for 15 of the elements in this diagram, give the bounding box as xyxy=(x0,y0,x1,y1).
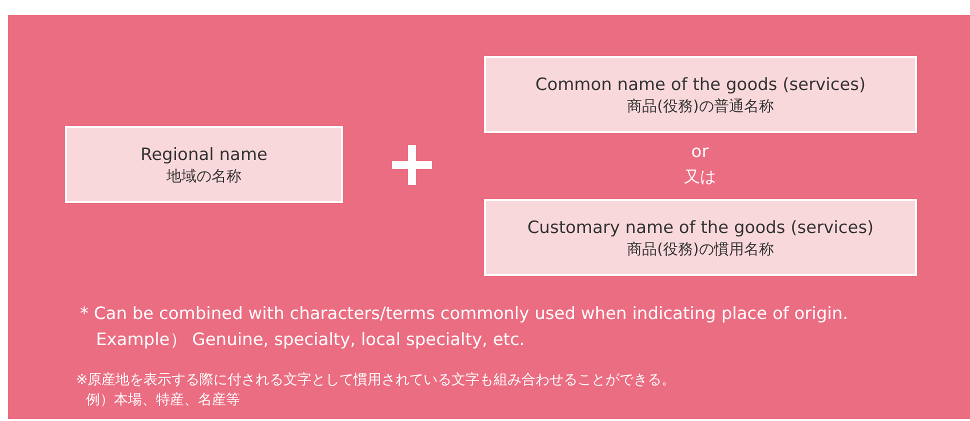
japanese-text: 商品(役務)の慣用名称 xyxy=(627,238,774,258)
english-text: Regional name xyxy=(140,144,268,166)
note-text: Example） Genuine, specialty, local specialty, etc. xyxy=(96,329,525,351)
note-text: ※原産地を表示する際に付される文字として慣用されている文字も組み合わせることができる。 xyxy=(76,371,676,389)
name-box xyxy=(484,199,917,276)
japanese-text: 商品(役務)の普通名称 xyxy=(627,96,774,116)
name-box xyxy=(484,56,917,133)
japanese-text: 地域の名称 xyxy=(166,166,242,186)
english-text: Customary name of the goods (services) xyxy=(527,216,874,238)
or-text: 又は xyxy=(684,167,716,188)
or-text: or xyxy=(691,142,709,162)
english-text: Common name of the goods (services) xyxy=(535,74,866,96)
note-text: * Can be combined with characters/terms commonly used when indicating place of origin. xyxy=(80,304,848,324)
note-text: 例）本場、特産、名産等 xyxy=(86,391,240,409)
name-box xyxy=(65,126,343,203)
